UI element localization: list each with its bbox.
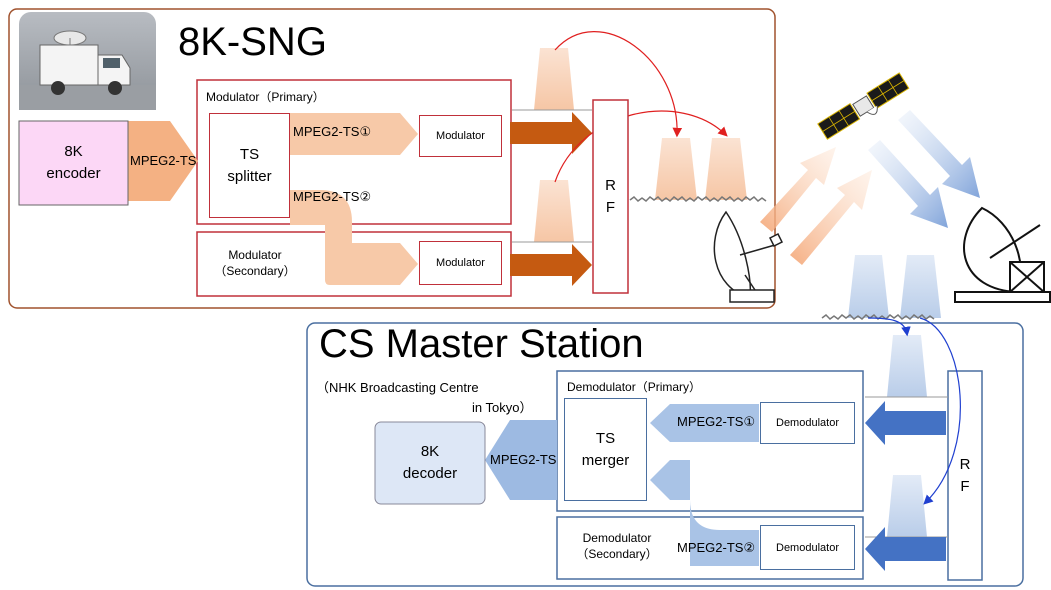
merger-label: TS merger [581,429,630,469]
uplink-beam-2 [790,170,872,265]
satellite-icon [817,72,910,140]
demodulator1-box: Demodulator [760,402,855,444]
master-rf-label-wrap: R F [948,371,982,580]
master-cone-bottom [887,475,927,537]
encoder-box-shape [18,120,129,206]
modulator1-label: Modulator [436,130,485,142]
downlink-beam-1 [868,140,948,228]
sng-dish-icon [713,210,784,303]
encoder-output-arrow [128,121,198,201]
sng-cone-top [534,48,574,110]
sng-stream1-label: MPEG2-TS① [293,124,372,139]
modulator2-label: Modulator [436,257,485,269]
sng-title: 8K-SNG [178,20,327,64]
demod2-stream-arrow [650,460,759,566]
red-curve-bottom [554,110,728,183]
sng-noise-floor [629,196,767,202]
demodulator2-label: Demodulator [776,541,839,554]
red-curve-top [554,31,683,138]
rf-to-demod1-arrow [865,401,946,445]
sng-cone-bottom [534,180,574,242]
demodulator-secondary-title: Demodulator （Secondary） [576,531,658,561]
demod1-stream-arrow [650,404,759,442]
demodulator2-box: Demodulator [760,525,855,570]
sng-stream2-label: MPEG2-TS② [293,189,372,204]
stream1-arrow [290,113,418,155]
decoder-input-arrow [485,420,557,500]
master-stream1-label: MPEG2-TS① [677,414,756,429]
ground-noise-floor [821,314,935,320]
encoder-box: 8K encoder [19,121,128,205]
sng-cone-out2 [705,138,747,200]
demodulator1-label: Demodulator [776,417,839,429]
decoder-box-shape [374,421,486,505]
demodulator-primary-title: Demodulator（Primary） [567,380,702,394]
master-rf-label: R F [959,455,971,495]
master-stream2-label: MPEG2-TS② [677,540,756,555]
rf-to-demod2-arrow [865,527,946,571]
sng-cone-out1 [655,138,697,200]
ground-cone-2 [900,255,941,318]
sng-rf-label: R F [605,176,616,216]
mod1-to-rf-arrow [510,112,592,154]
downlink-beam-2 [898,110,980,198]
master-location-line1: （NHK Broadcasting Centre [316,380,479,395]
decoder-label: 8K decoder [402,443,458,482]
stream2-arrow [290,190,418,285]
decoder-box: 8K decoder [375,422,485,504]
merger-box: TS merger [564,398,647,501]
master-location-line2: in Tokyo） [472,400,533,415]
blue-curve-bottom [919,317,961,505]
modulator-secondary-title: Modulator （Secondary） [214,248,296,278]
sng-rf-label-wrap: R F [593,100,628,293]
splitter-label: TS splitter [227,145,272,185]
master-cone-top [887,335,927,397]
master-title: CS Master Station [319,322,644,366]
master-rf-block [947,370,983,581]
splitter-box: TS splitter [209,113,290,218]
mod2-to-rf-arrow [510,244,592,286]
sng-rf-block [592,99,629,294]
modulator2-box: Modulator [419,241,502,285]
encoder-label: 8K encoder [46,143,101,182]
encoder-output-label: MPEG2-TS [130,153,197,168]
ground-cone-1 [848,255,889,318]
modulator-primary-title: Modulator（Primary） [206,90,325,104]
sng-truck-photo [19,12,156,110]
blue-curve-top [867,317,911,337]
decoder-input-label: MPEG2-TS [490,452,557,467]
master-dish-icon [954,206,1051,303]
modulator1-box: Modulator [419,115,502,157]
uplink-beam-1 [760,147,836,232]
